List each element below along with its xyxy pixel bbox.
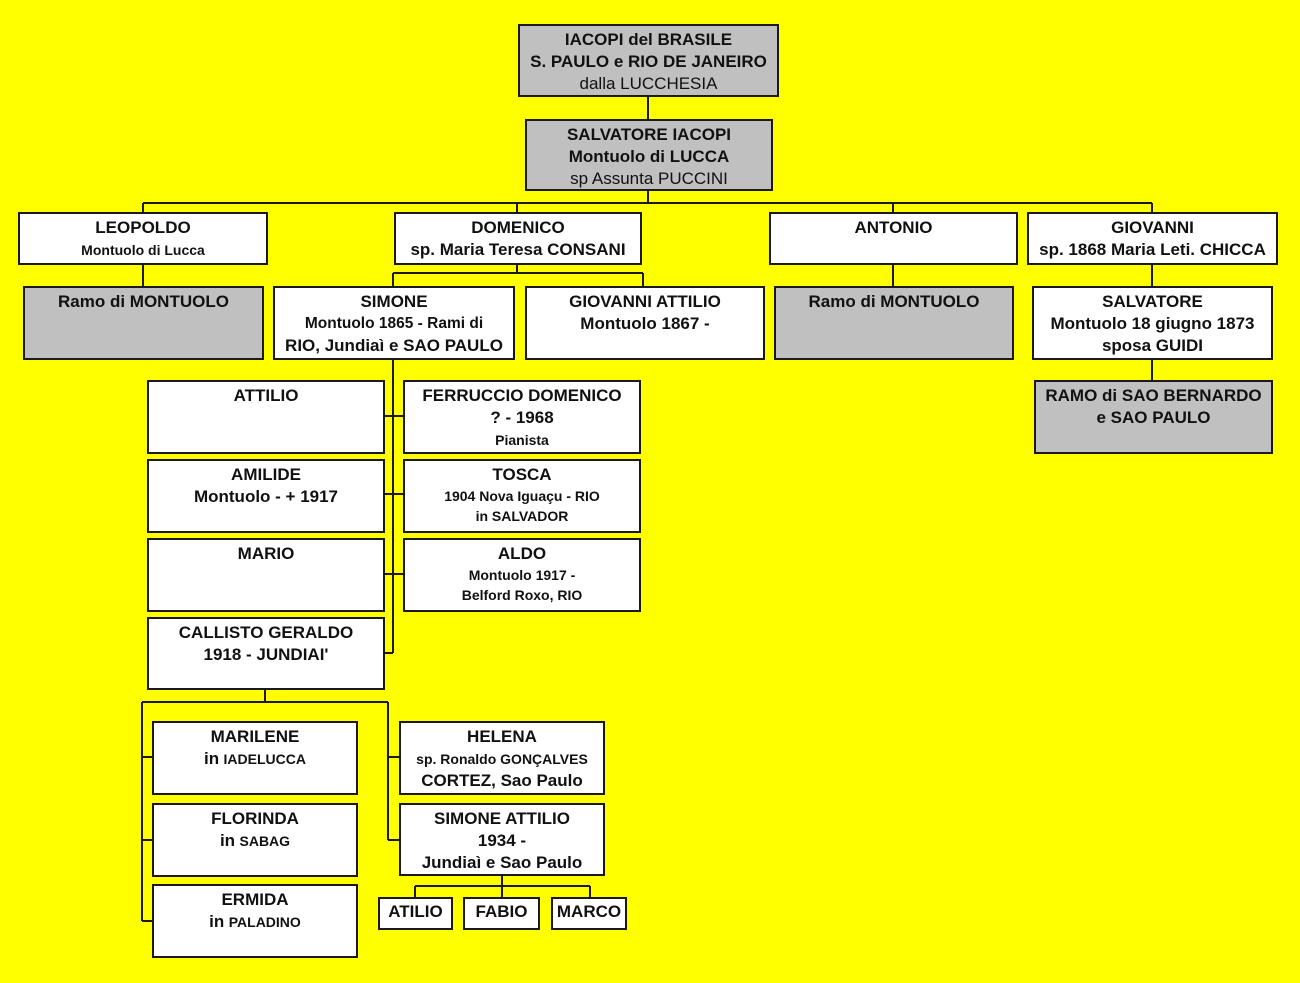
grandchild-atilio-name: ATILIO (388, 902, 443, 921)
helena-box: HELENA sp. Ronaldo GONÇALVES CORTEZ, Sao… (399, 721, 605, 795)
ramo-montuolo-label: Ramo di MONTUOLO (808, 292, 980, 311)
ramo-montuolo-leopoldo-box: Ramo di MONTUOLO (23, 286, 264, 360)
domenico-box: DOMENICO sp. Maria Teresa CONSANI (394, 212, 642, 265)
simone-box: SIMONE Montuolo 1865 - Rami di RIO, Jund… (273, 286, 515, 360)
salvatore-1873-box: SALVATORE Montuolo 18 giugno 1873 sposa … (1032, 286, 1273, 360)
simone-birth: Montuolo 1865 - Rami di (304, 315, 484, 332)
root-origin: dalla LUCCHESIA (579, 74, 718, 93)
simone-attilio-box: SIMONE ATTILIO 1934 - Jundiaì e Sao Paul… (399, 803, 605, 876)
ferruccio-profession: Pianista (495, 432, 549, 448)
ramo-sao-bernardo-line1: RAMO di SAO BERNARDO (1045, 386, 1262, 405)
giovanni-box: GIOVANNI sp. 1868 Maria Leti. CHICCA (1027, 212, 1278, 265)
domenico-spouse: sp. Maria Teresa CONSANI (410, 240, 626, 259)
tosca-birth: 1904 Nova Iguaçu - RIO (444, 488, 600, 504)
helena-name: HELENA (467, 727, 537, 746)
marilene-prefix: in (203, 749, 220, 768)
attilio-box: ATTILIO (147, 380, 385, 454)
leopoldo-name: LEOPOLDO (95, 218, 191, 237)
root-subtitle: S. PAULO e RIO DE JANEIRO (530, 52, 767, 71)
simone-name: SIMONE (360, 292, 428, 311)
marilene-box: MARILENE in IADELUCCA (152, 721, 358, 795)
marilene-surname: IADELUCCA (223, 751, 306, 767)
ermida-name: ERMIDA (221, 890, 289, 909)
amilide-dates: Montuolo - + 1917 (193, 487, 339, 506)
ramo-sao-bernardo-box: RAMO di SAO BERNARDO e SAO PAULO (1034, 380, 1273, 454)
amilide-box: AMILIDE Montuolo - + 1917 (147, 459, 385, 533)
simone-attilio-birth: 1934 - (477, 831, 527, 850)
aldo-residence: Belford Roxo, RIO (461, 587, 583, 603)
callisto-dates: 1918 - JUNDIAI' (203, 645, 329, 664)
simone-attilio-residence: Jundiaì e Sao Paulo (421, 853, 583, 872)
grandchild-fabio-name: FABIO (475, 902, 528, 921)
florinda-married: in SABAG (154, 830, 356, 853)
mario-name: MARIO (237, 544, 295, 563)
attilio-name: ATTILIO (233, 386, 299, 405)
mario-box: MARIO (147, 538, 385, 612)
giovanni-attilio-birth: Montuolo 1867 - (580, 314, 710, 333)
ermida-married: in PALADINO (154, 911, 356, 934)
helena-spouse: sp. Ronaldo GONÇALVES (416, 751, 588, 767)
simone-branches: RIO, Jundiaì e SAO PAULO (285, 336, 503, 355)
grandchild-marco-box: MARCO (551, 897, 627, 930)
salvatore-iacopi-spouse: sp Assunta PUCCINI (570, 169, 728, 188)
amilide-name: AMILIDE (231, 465, 301, 484)
ermida-surname: PALADINO (228, 914, 301, 930)
salvatore-iacopi-place: Montuolo di LUCCA (568, 147, 730, 166)
florinda-name: FLORINDA (211, 809, 299, 828)
salvatore-1873-birth: Montuolo 18 giugno 1873 (1050, 314, 1255, 333)
leopoldo-box: LEOPOLDO Montuolo di Lucca (18, 212, 268, 265)
salvatore-iacopi-name: SALVATORE IACOPI (566, 125, 732, 144)
florinda-box: FLORINDA in SABAG (152, 803, 358, 877)
tosca-box: TOSCA 1904 Nova Iguaçu - RIO in SALVADOR (403, 459, 641, 533)
ferruccio-box: FERRUCCIO DOMENICO ? - 1968 Pianista (403, 380, 641, 454)
ferruccio-dates: ? - 1968 (490, 408, 554, 427)
giovanni-attilio-name: GIOVANNI ATTILIO (569, 292, 721, 311)
salvatore-1873-name: SALVATORE (1102, 292, 1203, 311)
callisto-box: CALLISTO GERALDO 1918 - JUNDIAI' (147, 617, 385, 690)
root-box: IACOPI del BRASILE S. PAULO e RIO DE JAN… (518, 24, 779, 97)
antonio-name: ANTONIO (854, 218, 933, 237)
marilene-name: MARILENE (210, 727, 300, 746)
giovanni-spouse: sp. 1868 Maria Leti. CHICCA (1039, 240, 1266, 259)
ermida-prefix: in (209, 912, 225, 931)
aldo-birth: Montuolo 1917 - (468, 567, 576, 583)
tosca-married: in SALVADOR (475, 508, 569, 524)
marilene-married: in IADELUCCA (154, 748, 356, 771)
ferruccio-name: FERRUCCIO DOMENICO (422, 386, 622, 405)
antonio-box: ANTONIO (769, 212, 1018, 265)
ramo-sao-bernardo-line2: e SAO PAULO (1096, 408, 1211, 427)
giovanni-name: GIOVANNI (1111, 218, 1194, 237)
domenico-name: DOMENICO (471, 218, 565, 237)
ermida-box: ERMIDA in PALADINO (152, 884, 358, 958)
simone-attilio-name: SIMONE ATTILIO (434, 809, 570, 828)
ramo-montuolo-antonio-box: Ramo di MONTUOLO (774, 286, 1014, 360)
callisto-name: CALLISTO GERALDO (178, 623, 354, 642)
aldo-name: ALDO (497, 544, 547, 563)
aldo-box: ALDO Montuolo 1917 - Belford Roxo, RIO (403, 538, 641, 612)
helena-spouse-surname: CORTEZ, Sao Paulo (421, 771, 583, 790)
root-title: IACOPI del BRASILE (564, 30, 733, 49)
florinda-surname: SABAG (239, 833, 291, 849)
grandchild-fabio-box: FABIO (463, 897, 540, 930)
leopoldo-detail: Montuolo di Lucca (81, 242, 205, 258)
giovanni-attilio-box: GIOVANNI ATTILIO Montuolo 1867 - (525, 286, 765, 360)
salvatore-1873-spouse: sposa GUIDI (1101, 336, 1204, 355)
tosca-name: TOSCA (492, 465, 552, 484)
salvatore-iacopi-box: SALVATORE IACOPI Montuolo di LUCCA sp As… (525, 119, 773, 191)
grandchild-marco-name: MARCO (556, 902, 622, 921)
florinda-prefix: in (219, 831, 236, 850)
grandchild-atilio-box: ATILIO (378, 897, 453, 930)
ramo-montuolo-label: Ramo di MONTUOLO (58, 292, 229, 311)
